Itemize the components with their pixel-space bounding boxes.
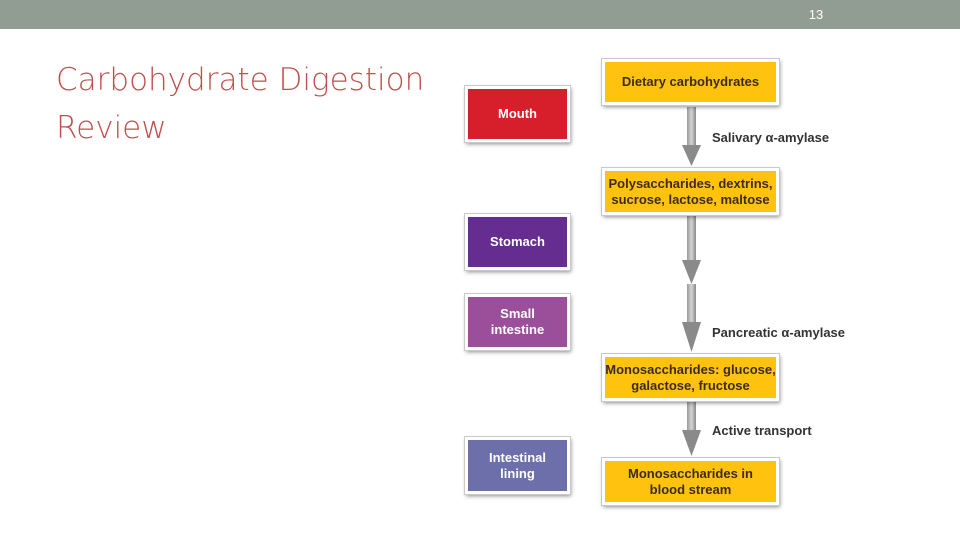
- product-blood-stream: Monosaccharides in blood stream: [602, 458, 779, 505]
- product-poly-label-2: sucrose, lactose, maltose: [611, 191, 770, 207]
- product-poly-label-1: Polysaccharides, dextrins,: [608, 175, 773, 191]
- step-pancreatic-amylase: Pancreatic α-amylase: [712, 325, 846, 340]
- organ-intestinal-lining: Intestinal lining: [465, 437, 570, 494]
- step-active-transport: Active transport: [712, 423, 812, 438]
- slide-title: Carbohydrate Digestion Review: [56, 56, 436, 152]
- organ-small-intestine: Small intestine: [465, 294, 570, 350]
- product-mono-label-2: galactose, fructose: [631, 377, 750, 393]
- arrow-stomach-to-mono: [682, 284, 701, 352]
- arrow-mono-to-blood: [682, 402, 701, 456]
- organ-intestinal-lining-label-1: Intestinal: [488, 449, 547, 465]
- slide-number: 13: [808, 7, 824, 22]
- product-blood-label-1: Monosaccharides in: [628, 465, 753, 481]
- product-polysaccharides: Polysaccharides, dextrins, sucrose, lact…: [602, 168, 779, 215]
- slide-title-line-1: Carbohydrate Digestion: [56, 62, 425, 98]
- product-blood-label-2: blood stream: [649, 481, 732, 497]
- organ-stomach: Stomach: [465, 214, 570, 270]
- organ-stomach-label: Stomach: [490, 234, 545, 249]
- product-mono-label-1: Monosaccharides: glucose,: [605, 361, 776, 377]
- arrow-dietary-to-poly: [682, 107, 701, 166]
- slide-title-line-2: Review: [56, 110, 167, 146]
- organ-small-intestine-label-2: intestine: [490, 322, 545, 337]
- organ-mouth: Mouth: [465, 86, 570, 142]
- organ-small-intestine-label-1: Small: [500, 306, 535, 321]
- organ-mouth-label: Mouth: [498, 106, 537, 121]
- arrow-poly-to-stomach: [682, 216, 701, 284]
- step-salivary-amylase: Salivary α-amylase: [712, 130, 830, 145]
- product-dietary-label: Dietary carbohydrates: [621, 74, 760, 89]
- header-bar: [0, 0, 960, 29]
- product-dietary-carbohydrates: Dietary carbohydrates: [602, 59, 779, 105]
- product-monosaccharides: Monosaccharides: glucose, galactose, fru…: [602, 354, 779, 401]
- organ-intestinal-lining-label-2: lining: [500, 465, 535, 481]
